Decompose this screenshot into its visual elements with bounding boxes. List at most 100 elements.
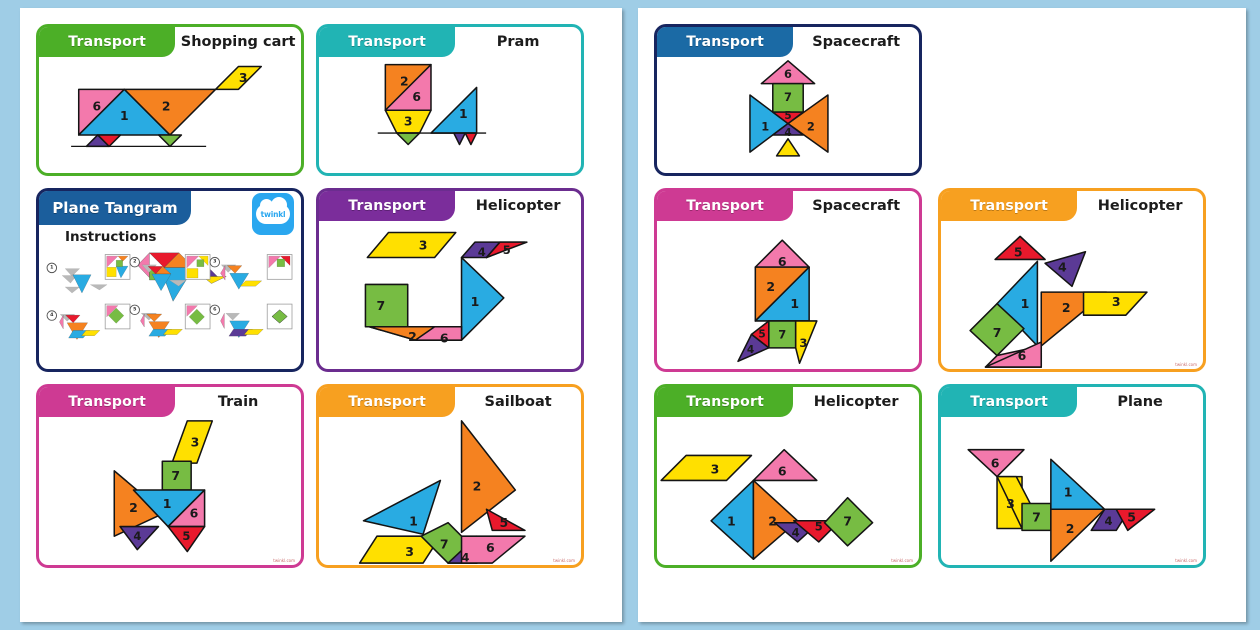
svg-text:5: 5 [1014,244,1023,259]
svg-text:6: 6 [778,254,787,269]
tab-label: Transport [970,198,1048,214]
svg-text:7: 7 [993,325,1002,340]
card-tab-transport: Transport [39,387,176,417]
card-helicopter-green[interactable]: Transport Helicopter 3 6 1 2 4 [654,384,922,568]
svg-text:4: 4 [784,127,791,139]
svg-text:5: 5 [758,328,765,340]
svg-text:1: 1 [409,513,418,528]
card-tab-transport: Transport [319,387,456,417]
card-header: Transport Spacecraft [657,191,919,221]
svg-text:6: 6 [778,463,787,478]
step-6-piece [266,303,293,330]
tab-label: Transport [68,394,146,410]
svg-text:5: 5 [499,515,508,530]
card-plane[interactable]: Transport Plane 6 3 7 1 [938,384,1206,568]
twinkl-logo-icon: twinkl [252,193,294,235]
twinkl-wordmark: twinkl [260,209,286,219]
watermark: twinkl.com [1175,558,1197,563]
card-tab-transport: Transport [319,191,456,221]
card-header: Transport Helicopter [319,191,581,221]
svg-text:6: 6 [213,306,217,312]
svg-text:6: 6 [486,540,495,555]
tangram-figure-helicopter-purple: 3 4 5 7 2 6 1 [319,221,581,369]
step-3-piece [266,254,293,280]
svg-text:4: 4 [747,344,754,356]
card-tab-transport: Transport [941,387,1078,417]
tab-label: Transport [348,394,426,410]
card-instructions[interactable]: Plane Tangram twinkl Instructions [36,188,304,372]
tangram-figure-train: 3 7 2 1 6 4 5 twinkl.com [39,417,301,565]
step-3: 3 [209,256,262,290]
svg-text:7: 7 [784,90,792,104]
tab-label: Transport [686,394,764,410]
svg-text:5: 5 [1127,509,1136,524]
svg-text:1: 1 [727,513,736,528]
card-header: Transport Train [39,387,301,417]
card-title: Spacecraft [812,34,901,50]
svg-text:3: 3 [711,461,720,476]
step-5-piece [184,303,211,330]
tab-label: Transport [686,34,764,50]
card-title: Sailboat [484,394,552,410]
card-pram[interactable]: Transport Pram 2 6 3 1 [316,24,584,176]
card-tab-transport: Transport [657,191,794,221]
card-title: Train [217,394,259,410]
svg-text:1: 1 [761,119,769,133]
card-tab-transport: Transport [657,387,794,417]
svg-text:4: 4 [461,550,469,564]
svg-text:1: 1 [120,109,129,123]
instructions-subtitle: Instructions [65,229,157,245]
right-sheet: Transport Spacecraft 6 7 5 1 2 [638,8,1246,622]
watermark: twinkl.com [891,558,913,563]
tangram-figure-spacecraft-blue: 6 7 5 1 2 4 [657,57,919,173]
left-sheet: Transport Shopping cart 6 1 2 3 [20,8,622,622]
card-spacecraft-pink[interactable]: Transport Spacecraft 6 2 1 7 5 [654,188,922,372]
instructions-header: Plane Tangram twinkl [39,191,301,235]
svg-text:1: 1 [459,107,468,121]
tab-label: Transport [348,34,426,50]
card-title: Plane [1117,394,1163,410]
svg-text:4: 4 [1105,514,1113,528]
card-sailboat[interactable]: Transport Sailboat 1 2 3 4 [316,384,584,568]
step-5: 5 [129,304,183,338]
card-tab-transport: Transport [39,27,176,57]
svg-text:6: 6 [92,99,101,113]
card-tab-transport: Transport [319,27,456,57]
card-title: Spacecraft [812,198,901,214]
svg-text:2: 2 [1062,300,1071,315]
svg-text:7: 7 [843,513,852,528]
svg-text:2: 2 [133,259,136,265]
tangram-figure-helicopter-green: 3 6 1 2 4 5 7 twinkl.com [657,417,919,565]
card-header: Transport Spacecraft [657,27,919,57]
step-2: 2 [129,256,187,291]
svg-text:4: 4 [133,529,141,543]
step-6: 6 [209,304,264,338]
svg-text:2: 2 [768,513,777,528]
svg-text:3: 3 [419,238,428,253]
svg-text:1: 1 [471,294,480,309]
tangram-figure-shopping-cart: 6 1 2 3 [39,57,301,173]
tangram-figure-pram: 2 6 3 1 [319,57,581,173]
card-helicopter-purple[interactable]: Transport Helicopter 3 4 5 [316,188,584,372]
svg-text:5: 5 [815,520,823,534]
svg-text:6: 6 [1018,348,1027,363]
card-title: Pram [496,34,540,50]
card-helicopter-orange[interactable]: Transport Helicopter 5 4 1 2 [938,188,1206,372]
svg-text:3: 3 [405,544,414,559]
svg-text:3: 3 [191,434,200,449]
card-header: Transport Sailboat [319,387,581,417]
svg-text:1: 1 [163,496,172,511]
card-spacecraft-blue[interactable]: Transport Spacecraft 6 7 5 1 2 [654,24,922,176]
step-1-piece [104,254,131,280]
card-header: Transport Shopping cart [39,27,301,57]
watermark: twinkl.com [273,558,295,563]
card-shopping-cart[interactable]: Transport Shopping cart 6 1 2 3 [36,24,304,176]
card-train[interactable]: Transport Train 3 7 2 1 6 [36,384,304,568]
svg-text:2: 2 [807,119,815,133]
svg-text:7: 7 [440,536,449,551]
svg-text:7: 7 [778,327,786,341]
svg-text:5: 5 [503,243,511,257]
card-title: Shopping cart [180,34,296,50]
card-header: Transport Plane [941,387,1203,417]
